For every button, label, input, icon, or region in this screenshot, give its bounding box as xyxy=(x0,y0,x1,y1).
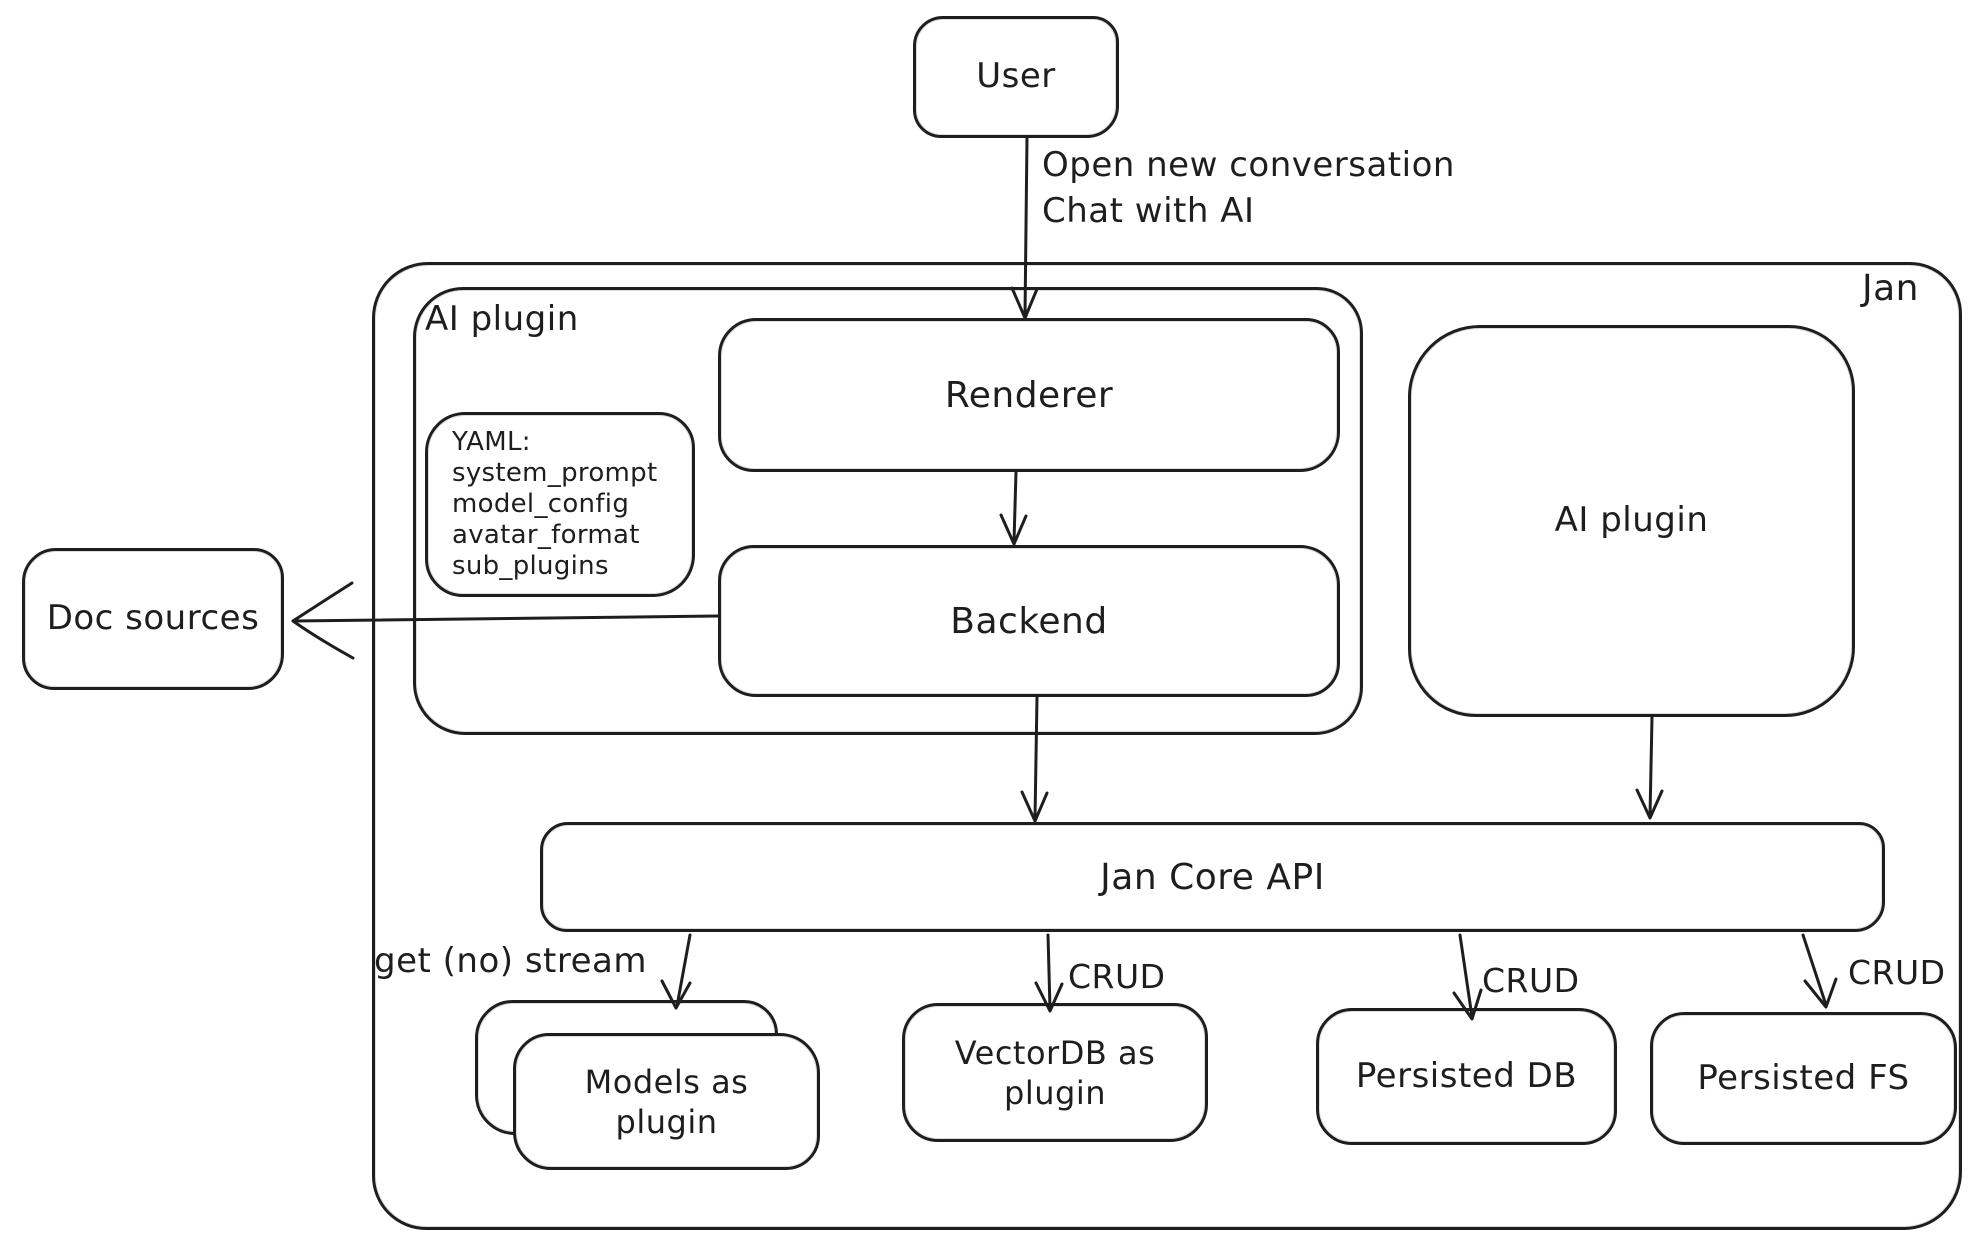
vectordb-as-plugin-node: VectorDB as plugin xyxy=(902,1003,1208,1142)
yaml-line: system_prompt xyxy=(452,458,658,488)
jan-container-box xyxy=(372,262,1962,1230)
persisted-db-node-label: Persisted DB xyxy=(1355,1055,1578,1096)
doc-sources-node-label: Doc sources xyxy=(46,598,260,639)
edge-label-crud-vectordb: CRUD xyxy=(1068,957,1166,996)
jan-label: Jan xyxy=(1862,268,1919,309)
yaml-line: model_config xyxy=(452,489,630,519)
yaml-line: sub_plugins xyxy=(452,551,609,581)
persisted-db-node: Persisted DB xyxy=(1316,1008,1617,1145)
models-as-plugin-node: Models as plugin xyxy=(513,1033,820,1170)
edge-label-open-new-conversation: Open new conversation xyxy=(1042,145,1455,185)
yaml-line: YAML: xyxy=(452,427,531,457)
jan-core-api-node-label: Jan Core API xyxy=(1100,856,1325,898)
user-node-label: User xyxy=(976,56,1056,97)
yaml-note: YAML: system_prompt model_config avatar_… xyxy=(425,412,695,597)
backend-node: Backend xyxy=(718,545,1340,697)
backend-node-label: Backend xyxy=(950,600,1108,642)
edge-label-crud-persisted-db: CRUD xyxy=(1482,961,1580,1000)
yaml-line: avatar_format xyxy=(452,520,640,550)
yaml-note-text: YAML: system_prompt model_config avatar_… xyxy=(452,427,657,582)
vectordb-as-plugin-node-label: VectorDB as plugin xyxy=(954,1033,1156,1112)
ai-plugin-container-box xyxy=(413,287,1363,735)
renderer-node: Renderer xyxy=(718,318,1340,472)
edge-label-crud-persisted-fs: CRUD xyxy=(1848,953,1946,992)
doc-sources-node: Doc sources xyxy=(22,548,284,690)
jan-core-api-node: Jan Core API xyxy=(540,822,1885,932)
persisted-fs-node-label: Persisted FS xyxy=(1697,1057,1910,1098)
user-node: User xyxy=(913,16,1119,138)
edge-label-get-no-stream: get (no) stream xyxy=(374,941,647,981)
ai-plugin-container-label: AI plugin xyxy=(425,299,579,339)
renderer-node-label: Renderer xyxy=(944,374,1114,416)
ai-plugin-right-node: AI plugin xyxy=(1408,325,1855,717)
models-as-plugin-node-label: Models as plugin xyxy=(584,1062,749,1141)
persisted-fs-node: Persisted FS xyxy=(1650,1012,1957,1145)
edge-label-chat-with-ai: Chat with AI xyxy=(1042,191,1255,231)
ai-plugin-right-node-label: AI plugin xyxy=(1554,500,1709,541)
